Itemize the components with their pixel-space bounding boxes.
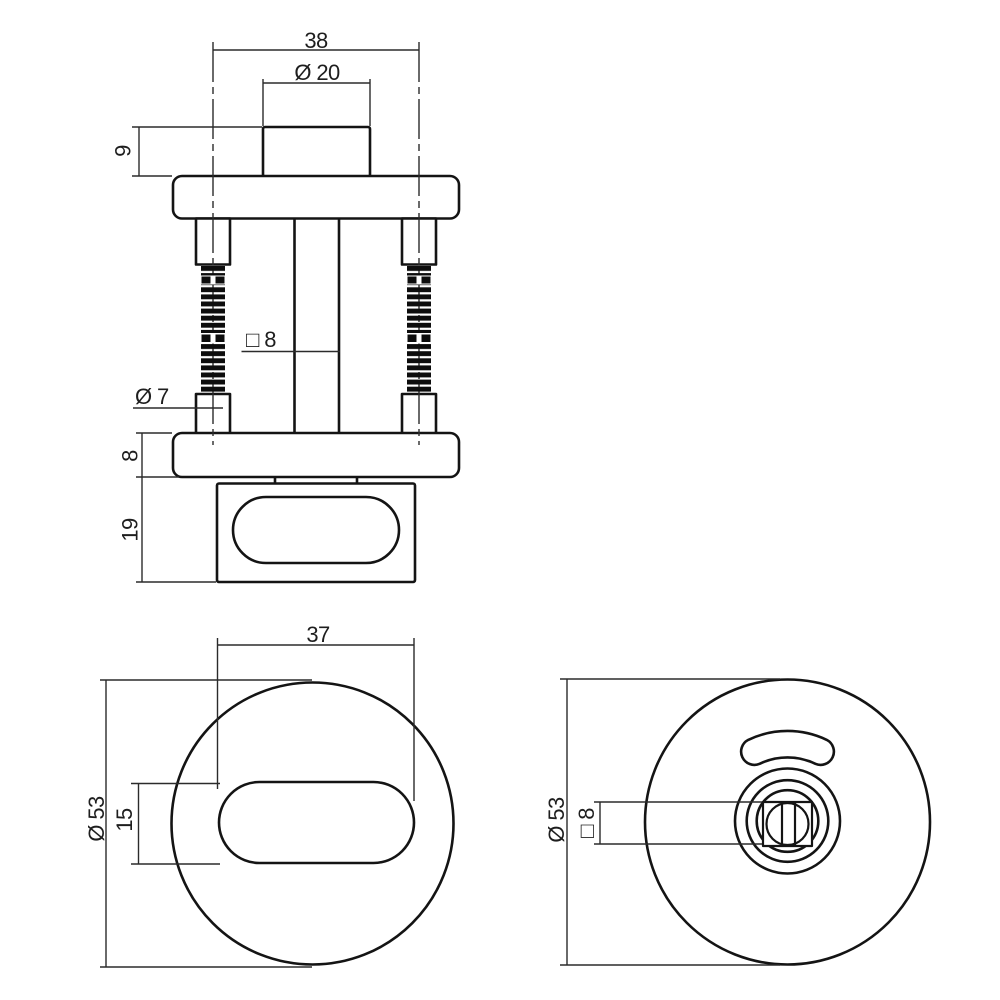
nut-oval-slot (231, 495, 401, 565)
thread-break-block (215, 276, 225, 284)
dim-8-label: 8 (118, 450, 143, 462)
thread-break (403, 333, 435, 344)
front-view-labels: 37 Ø 53 15 (84, 622, 331, 842)
spindle-inner-circle (765, 801, 810, 847)
thread-right (407, 266, 431, 394)
back-view: Ø 53 □ 8 (544, 678, 932, 966)
dim-19-label: 19 (118, 518, 143, 542)
front-oval-slot (217, 780, 416, 865)
side-view: 38 Ø 20 9 □ 8 Ø 7 8 19 (111, 28, 461, 584)
thread-break-block (421, 334, 431, 342)
back-view-dimensions (560, 678, 780, 966)
screw-threads (197, 266, 435, 394)
thread-break-block (215, 334, 225, 342)
side-view-labels: 38 Ø 20 9 □ 8 Ø 7 8 19 (111, 28, 341, 542)
dim-20-label: Ø 20 (294, 60, 340, 85)
indicator-slot (739, 729, 836, 767)
dim-7-label: Ø 7 (135, 384, 169, 409)
dim-53b-label: Ø 53 (544, 797, 569, 843)
dim-sq8b-label: □ 8 (574, 808, 599, 838)
thread-break-block (407, 334, 417, 342)
dim-15-label: 15 (112, 808, 137, 832)
thread-break (197, 333, 229, 344)
dim-37-label: 37 (306, 622, 330, 647)
lower-rose-flange (171, 431, 461, 479)
front-view-outlines (170, 681, 455, 966)
side-view-dimensions (132, 49, 419, 583)
dim-sq8-label: □ 8 (246, 327, 276, 352)
thread-break-block (201, 276, 211, 284)
screw-centerlines (212, 42, 420, 445)
dim-38-label: 38 (304, 28, 328, 53)
knob-outline (261, 125, 372, 178)
thread-break-block (407, 276, 417, 284)
thread-break (403, 275, 435, 285)
thread-break-block (201, 334, 211, 342)
thread-break-block (421, 276, 431, 284)
thread-break (197, 275, 229, 285)
back-view-outlines (643, 678, 932, 966)
front-view: 37 Ø 53 15 (84, 622, 455, 968)
back-view-labels: Ø 53 □ 8 (544, 797, 599, 843)
dim-53-label: Ø 53 (84, 796, 109, 842)
front-view-dimensions (100, 638, 415, 968)
thread-left (201, 266, 225, 394)
upper-rose-flange (171, 174, 461, 220)
dim-9-label: 9 (111, 145, 136, 157)
